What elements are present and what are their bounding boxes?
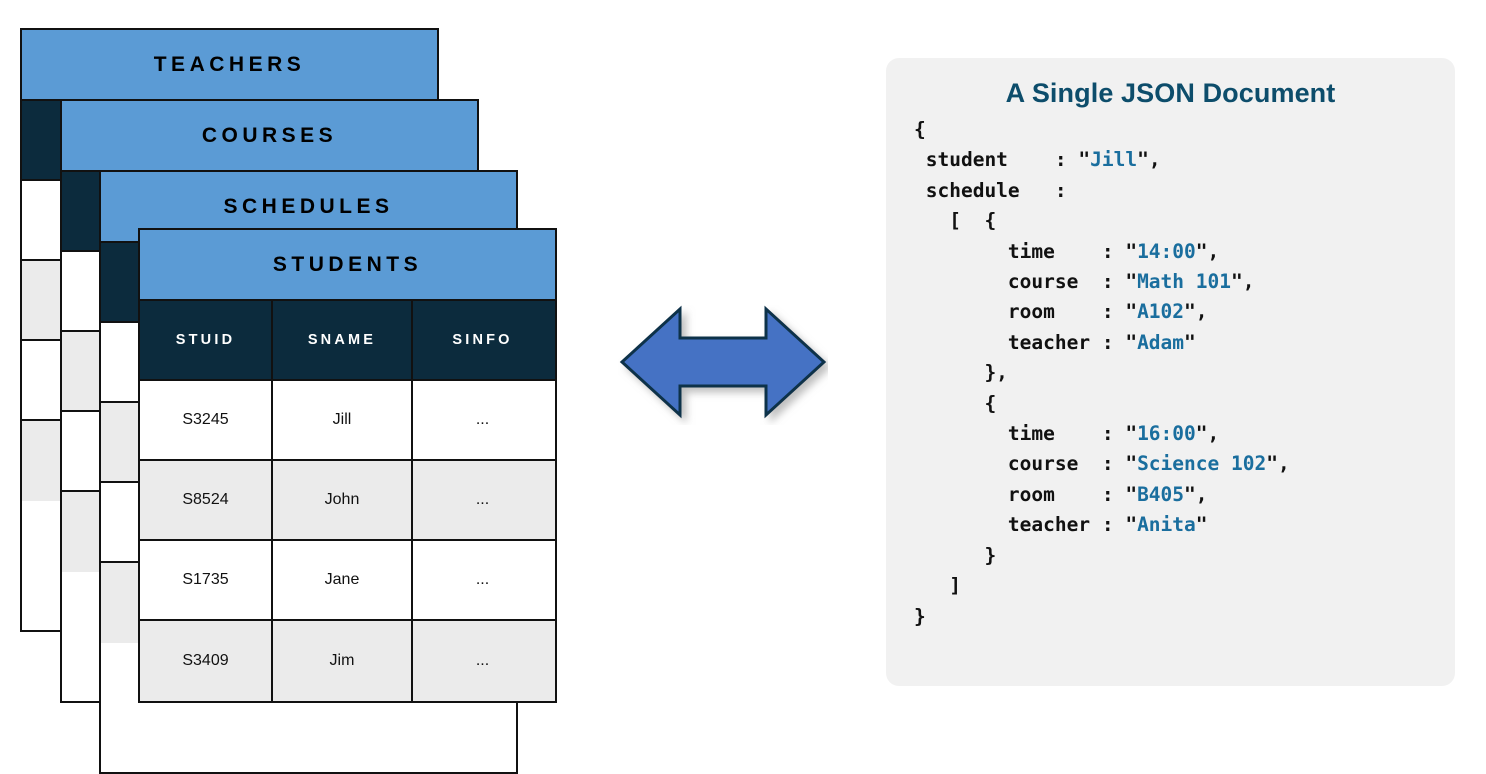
table-card-students[interactable]: STUDENTS STUID SNAME SINFO S3245 Jill ..… bbox=[138, 228, 557, 703]
table-card-title-courses: COURSES bbox=[62, 101, 477, 172]
table-cell-sinfo: ... bbox=[475, 411, 490, 428]
table-cell-stuid: S1735 bbox=[140, 541, 273, 619]
table-cell-sinfo: ... bbox=[475, 571, 490, 588]
table-row[interactable]: S3245 Jill ... bbox=[140, 381, 555, 461]
table-cell-stuid: S3245 bbox=[140, 381, 273, 459]
table-cell-stuid: S3409 bbox=[140, 621, 273, 701]
json-string-value: 14:00 bbox=[1137, 239, 1196, 263]
json-string-value: Science 102 bbox=[1137, 452, 1267, 476]
bidirectional-arrow-icon bbox=[619, 305, 827, 419]
table-cell-sname: Jim bbox=[273, 621, 413, 701]
json-code-block: { student : "Jill", schedule : [ { time … bbox=[914, 118, 1290, 628]
column-header-sinfo: SINFO bbox=[452, 332, 513, 348]
table-cell-stuid: S8524 bbox=[140, 461, 273, 539]
json-string-value: B405 bbox=[1137, 482, 1185, 506]
column-header-stuid: STUID bbox=[140, 301, 273, 379]
table-row[interactable]: S8524 John ... bbox=[140, 461, 555, 541]
table-cell-sinfo: ... bbox=[475, 491, 490, 508]
table-row[interactable]: S3409 Jim ... bbox=[140, 621, 555, 701]
json-document-panel: A Single JSON Document { student : "Jill… bbox=[886, 58, 1455, 686]
column-header-sname: SNAME bbox=[273, 301, 413, 379]
table-cell-sname: Jill bbox=[273, 381, 413, 459]
json-string-value: A102 bbox=[1137, 300, 1185, 324]
json-string-value: Jill bbox=[1090, 148, 1138, 172]
table-cell-sname: Jane bbox=[273, 541, 413, 619]
table-card-title-students: STUDENTS bbox=[140, 230, 555, 301]
json-panel-title: A Single JSON Document bbox=[1005, 78, 1336, 108]
json-string-value: Adam bbox=[1137, 330, 1185, 354]
table-cell-sname: John bbox=[273, 461, 413, 539]
table-header-row: STUID SNAME SINFO bbox=[140, 301, 555, 381]
table-card-title-teachers: TEACHERS bbox=[22, 30, 437, 101]
json-string-value: 16:00 bbox=[1137, 422, 1196, 446]
json-string-value: Anita bbox=[1137, 513, 1196, 537]
json-string-value: Math 101 bbox=[1137, 270, 1231, 294]
bidirectional-arrow-container bbox=[618, 305, 828, 425]
table-row[interactable]: S1735 Jane ... bbox=[140, 541, 555, 621]
relational-tables-stack: TEACHERS COURSES bbox=[0, 0, 600, 774]
table-cell-sinfo: ... bbox=[475, 652, 490, 669]
